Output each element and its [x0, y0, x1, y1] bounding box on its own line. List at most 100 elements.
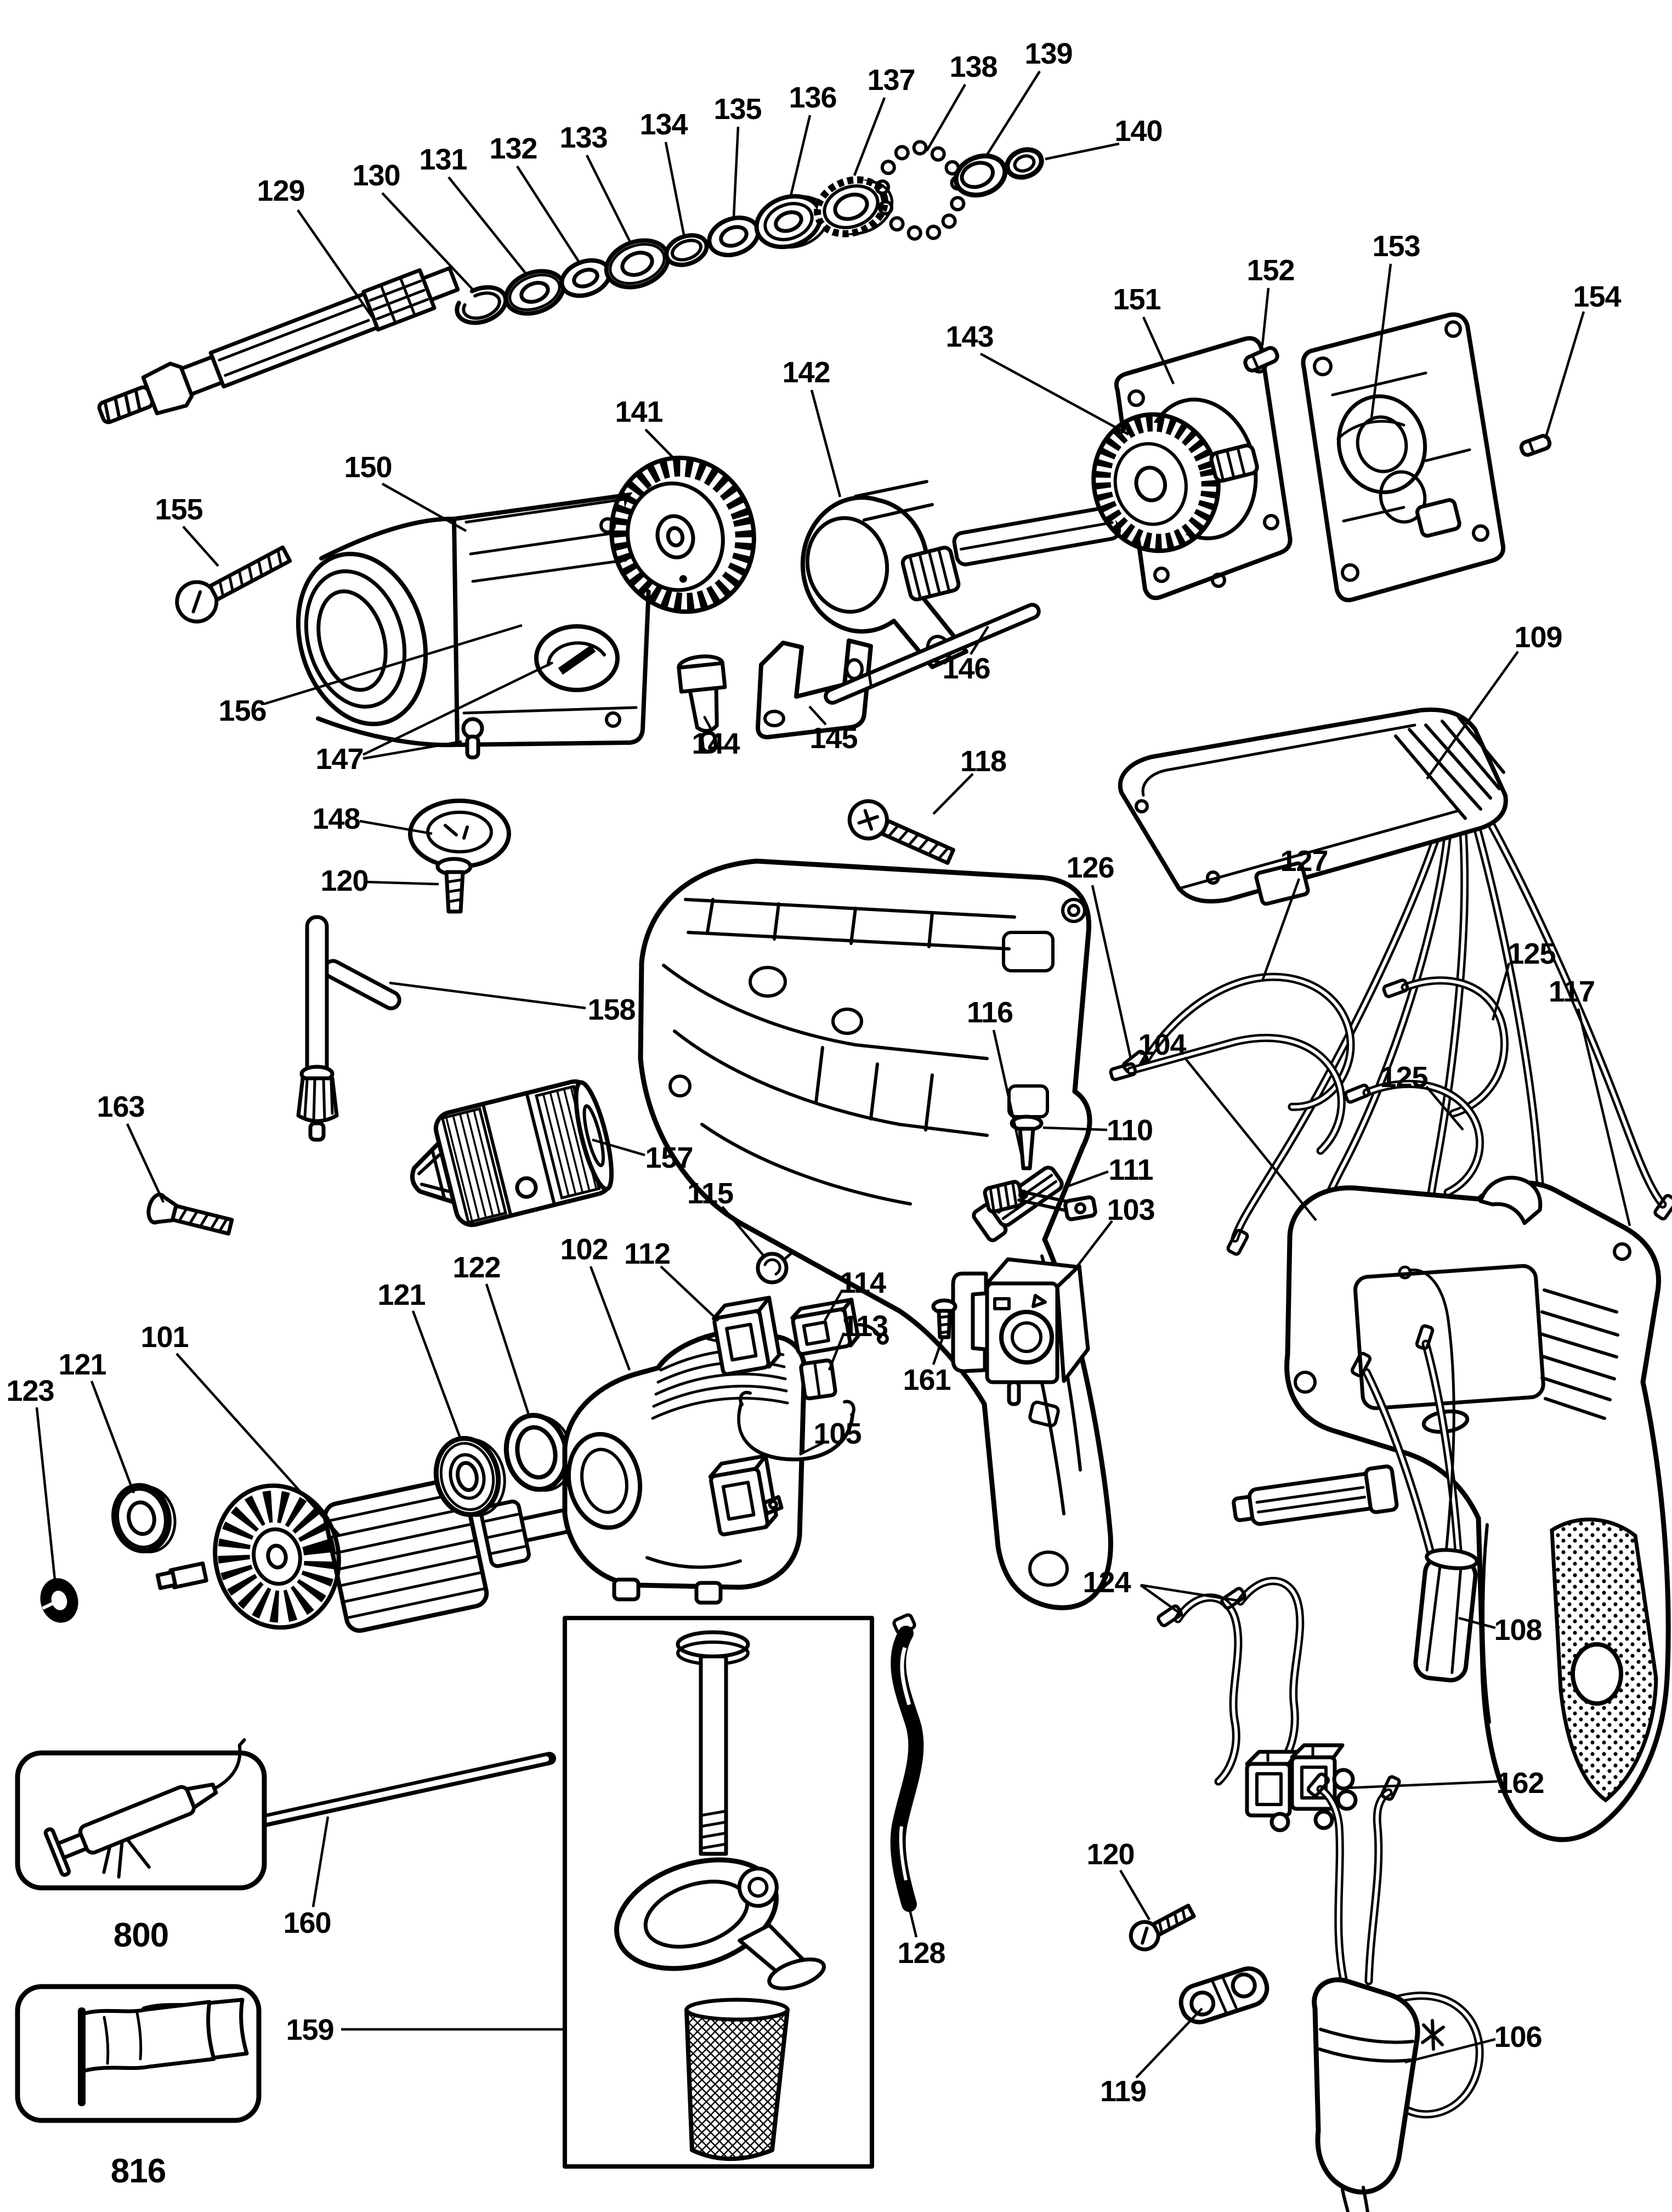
diagram-stroke	[880, 160, 896, 176]
diagram-stroke	[439, 1442, 495, 1511]
leader-line-152	[1261, 287, 1270, 346]
leader-line-161	[932, 1336, 945, 1365]
part-label-112: 112	[624, 1237, 670, 1270]
leader-line-147	[362, 661, 553, 756]
diagram-stroke	[449, 1453, 486, 1500]
part-label-108: 108	[1494, 1614, 1541, 1647]
part-label-121: 121	[377, 1278, 425, 1311]
diagram-stroke	[455, 285, 508, 325]
diagram-stroke	[481, 1104, 512, 1216]
diagram-stroke	[926, 224, 942, 240]
diagram-stroke	[1091, 412, 1259, 553]
diagram-stroke	[185, 1783, 218, 1809]
diagram-stroke	[763, 202, 814, 241]
diagram-stroke	[989, 1180, 1018, 1213]
diagram-stroke	[857, 809, 880, 831]
leader-line-134	[664, 142, 685, 235]
bearing-137	[814, 176, 894, 237]
diagram-stroke	[1403, 978, 1506, 1115]
diagram-stroke	[1539, 1288, 1619, 1420]
diagram-stroke	[1174, 1593, 1243, 1786]
ring-140	[1005, 147, 1044, 180]
diagram-stroke	[322, 1477, 589, 1633]
leader-line-113	[828, 1332, 846, 1371]
diagram-stroke	[802, 1320, 830, 1346]
leader-line-147	[362, 740, 462, 760]
brush-holder-lower	[708, 1453, 784, 1537]
diagram-stroke	[938, 1315, 951, 1334]
part-label-110: 110	[1107, 1114, 1153, 1147]
diagram-stroke	[739, 1390, 855, 1417]
leader-line-125	[1425, 1085, 1464, 1131]
diagram-stroke	[952, 505, 1121, 567]
part-label-138: 138	[949, 50, 997, 83]
diagram-stroke	[218, 303, 370, 377]
diagram-stroke	[266, 1543, 288, 1570]
leader-line-126	[1091, 885, 1132, 1059]
diagram-stroke	[782, 1252, 792, 1261]
leader-line-109	[1426, 650, 1519, 780]
diagram-stroke	[719, 225, 749, 248]
diagram-stroke	[679, 575, 687, 583]
diagram-stroke	[909, 547, 951, 599]
diagram-stroke	[899, 1826, 908, 1881]
diagram-stroke	[1067, 904, 1080, 917]
leader-line-115	[721, 1206, 765, 1257]
diagram-stroke	[941, 213, 957, 229]
part-label-128: 128	[897, 1937, 945, 1970]
part-label-104: 104	[1138, 1028, 1186, 1061]
leader-line-129	[297, 209, 374, 319]
diagram-stroke	[950, 196, 966, 212]
diagram-stroke	[887, 824, 950, 861]
diagram-stroke	[562, 1328, 808, 1590]
diagram-stroke	[1127, 389, 1145, 407]
part-label-120: 120	[320, 864, 368, 897]
flag-icon	[78, 1998, 249, 2106]
screw-120b	[1129, 1903, 1196, 1951]
jumper-lead-125a	[1382, 976, 1509, 1118]
brush-holder-112	[706, 1295, 781, 1376]
diagram-stroke	[767, 1958, 826, 1990]
diagram-stroke	[1344, 1083, 1371, 1104]
part-label-139: 139	[1024, 37, 1072, 70]
diagram-stroke	[1141, 723, 1460, 890]
diagram-stroke	[900, 1647, 911, 1705]
diagram-stroke	[1005, 147, 1044, 180]
gear-141	[609, 455, 756, 614]
diagram-stroke	[1113, 442, 1188, 526]
part-label-147: 147	[315, 743, 363, 776]
lead-wire-128	[890, 1613, 924, 1912]
diagram-stroke	[547, 641, 606, 666]
part-label-151: 151	[1113, 283, 1160, 316]
diagram-stroke	[1415, 1324, 1435, 1350]
diagram-stroke	[177, 1207, 229, 1233]
leader-line-105	[798, 1441, 825, 1456]
diagram-stroke	[78, 2007, 86, 2106]
diagram-stroke	[609, 242, 666, 285]
diagram-stroke	[1313, 1809, 1334, 1830]
diagram-stroke	[694, 1581, 723, 1605]
leader-line-133	[585, 154, 632, 244]
diagram-stroke	[805, 516, 889, 614]
retaining-ring-130	[455, 285, 508, 325]
diagram-stroke	[684, 1998, 790, 2022]
switch-103	[951, 1257, 1090, 1406]
diagram-stroke	[993, 1297, 1011, 1310]
leader-line-103	[1067, 1220, 1113, 1279]
diagram-stroke	[1367, 1791, 1390, 1983]
diagram-stroke	[1231, 1972, 1257, 1999]
diagram-stroke	[823, 184, 880, 229]
accessory-box-816	[15, 1984, 262, 2123]
part-label-109: 109	[1514, 621, 1562, 654]
diagram-stroke	[668, 1074, 692, 1097]
diagram-stroke	[1255, 1486, 1367, 1514]
armature	[155, 1477, 589, 1633]
part-label-130: 130	[352, 159, 400, 192]
diagram-stroke	[1002, 931, 1055, 972]
diagram-stroke	[580, 1447, 628, 1514]
pin-154	[1519, 434, 1552, 457]
part-label-148: 148	[312, 802, 360, 835]
leader-line-163	[126, 1123, 165, 1203]
part-label-141: 141	[615, 395, 662, 428]
part-label-163: 163	[97, 1090, 144, 1123]
